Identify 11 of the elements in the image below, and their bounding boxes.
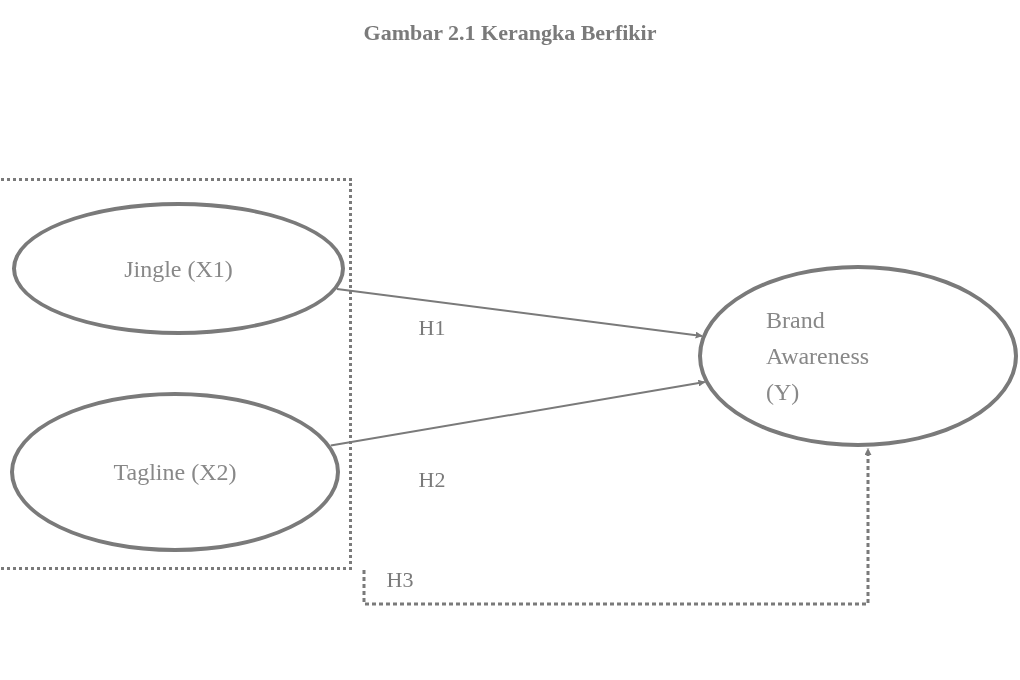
dotted-bracket-box: [0, 178, 352, 570]
arrow: [329, 379, 706, 447]
variable-ellipse: [12, 202, 345, 335]
arrow: [335, 287, 703, 339]
node-label: Brand Awareness (Y): [766, 306, 871, 407]
node-label: Jingle (X1): [124, 254, 233, 284]
variable-ellipse: [698, 265, 1018, 447]
arrow: [362, 448, 872, 606]
variable-ellipse: [10, 392, 340, 552]
node-label: Tagline (X2): [113, 458, 237, 487]
diagram-title: Gambar 2.1 Kerangka Berfikir: [363, 20, 657, 46]
